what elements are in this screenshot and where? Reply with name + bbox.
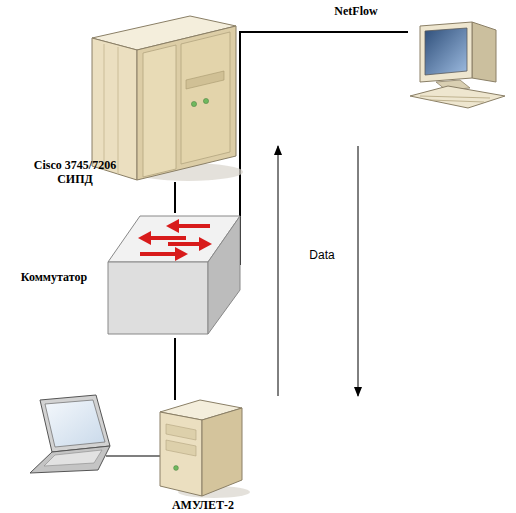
flow-label: Data — [298, 248, 346, 262]
node-label: АМУЛЕТ-2 — [153, 498, 253, 512]
amulet-server-icon — [158, 400, 246, 498]
laptop-wire — [106, 455, 162, 456]
network-link — [174, 338, 176, 400]
data-up-arrow — [278, 146, 279, 396]
node-label: Cisco 3745/7206 СИПД — [20, 158, 130, 186]
network-link — [174, 182, 176, 213]
network-switch-icon — [105, 213, 240, 338]
node-label: NetFlow — [320, 4, 392, 18]
netflow-computer: NetFlow — [408, 15, 508, 110]
amulet-server: АМУЛЕТ-2 — [158, 400, 246, 498]
data-down-arrow — [358, 146, 359, 396]
node-label: Коммутатор — [8, 270, 100, 284]
router-server: Cisco 3745/7206 СИПД — [88, 15, 238, 182]
router-server-icon — [88, 15, 238, 182]
network-link — [240, 32, 408, 265]
netflow-computer-icon — [408, 15, 508, 110]
laptop-illustration — [30, 395, 110, 473]
network-switch: Коммутатор — [105, 213, 240, 338]
